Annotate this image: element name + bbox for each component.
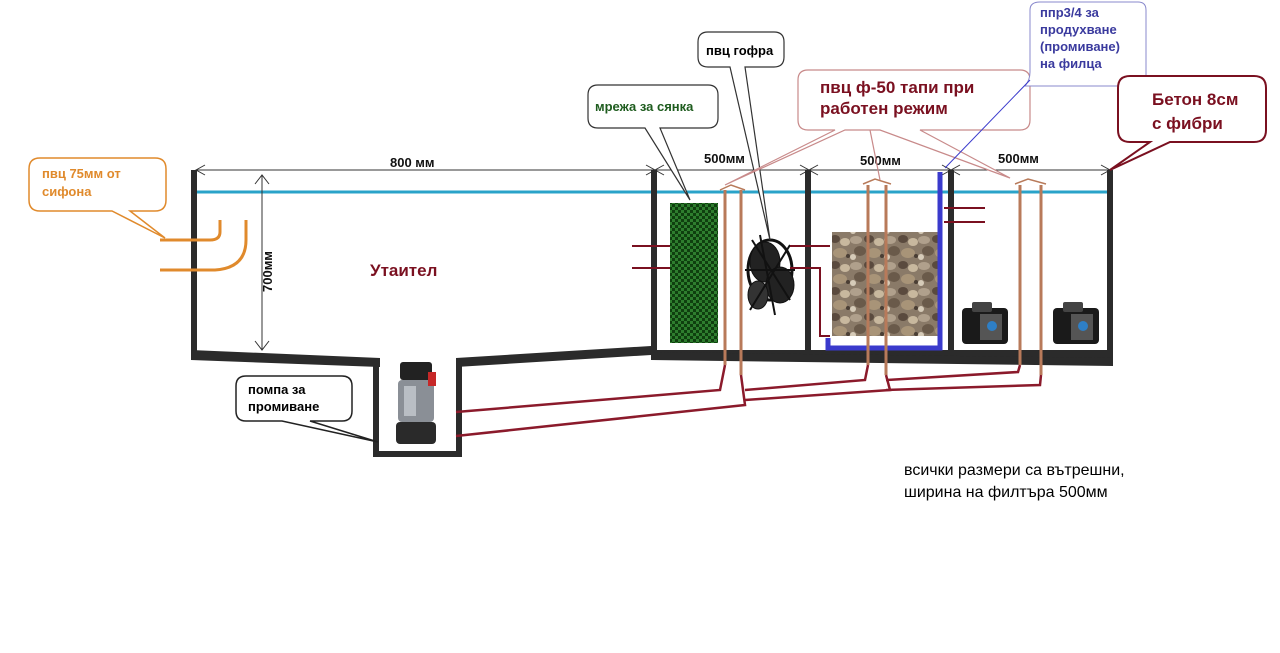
depth-dimension-line xyxy=(254,174,270,351)
ppr-callout: ппр3/4 за продухване (промиване) на филц… xyxy=(944,1,1147,169)
note-line1: всички размери са вътрешни, xyxy=(904,462,1125,479)
pond-pump-icon xyxy=(1053,302,1099,344)
shade-net xyxy=(670,203,718,343)
concrete-callout-line1: Бетон 8см xyxy=(1152,90,1238,109)
pvc-corrugated-callout: пвц гофра xyxy=(697,31,785,241)
concrete-callout: Бетон 8см с фибри xyxy=(1109,75,1267,171)
pvc50-callout-line1: пвц ф-50 тапи при xyxy=(820,78,974,97)
pvc50-callout: пвц ф-50 тапи при работен режим xyxy=(724,69,1031,186)
ppr-callout-line2: продухване xyxy=(1040,22,1117,37)
dim-chamber3-length: 500мм xyxy=(860,153,901,168)
shade-net-callout: мрежа за сянка xyxy=(587,84,719,201)
flush-pump-callout: помпа за промиване xyxy=(235,375,379,443)
dim-settler-length: 800 мм xyxy=(390,155,435,170)
chamber2-overflow-pipes xyxy=(632,245,670,269)
flush-pump-icon xyxy=(396,362,436,444)
standpipes xyxy=(723,185,1043,375)
pvc75-inlet-pipes xyxy=(160,220,248,272)
flush-pipes xyxy=(455,364,1043,438)
note-line2: ширина на филтъра 500мм xyxy=(904,484,1108,501)
tank-walls xyxy=(191,170,1113,457)
pvc75-callout-line2: сифона xyxy=(42,184,92,199)
concrete-callout-line2: с фибри xyxy=(1152,114,1223,133)
flush-pump-callout-line2: промиване xyxy=(248,399,319,414)
ppr-callout-line4: на филца xyxy=(1040,56,1102,71)
settler-label: Утаител xyxy=(370,261,437,280)
flush-pump-callout-line1: помпа за xyxy=(248,382,306,397)
dim-depth: 700мм xyxy=(260,251,275,292)
corrugated-pvc-media xyxy=(745,234,795,316)
chamber3-inlet-pipes xyxy=(790,245,830,337)
shade-net-callout-text: мрежа за сянка xyxy=(595,99,694,114)
pvc50-callout-line2: работен режим xyxy=(820,99,948,118)
dim-chamber4-length: 500мм xyxy=(998,151,1039,166)
pvc75-callout: пвц 75мм от сифона xyxy=(28,157,167,239)
ppr-callout-line3: (промиване) xyxy=(1040,39,1120,54)
standpipe-caps xyxy=(719,178,1047,191)
ppr-flush-pipe xyxy=(825,172,943,351)
chamber4-pipes xyxy=(944,207,985,223)
pvc-corrugated-callout-text: пвц гофра xyxy=(706,43,774,58)
pond-pump-icon xyxy=(962,302,1008,344)
dim-chamber2-length: 500мм xyxy=(704,151,745,166)
ppr-callout-line1: ппр3/4 за xyxy=(1040,5,1100,20)
pvc75-callout-line1: пвц 75мм от xyxy=(42,166,121,181)
